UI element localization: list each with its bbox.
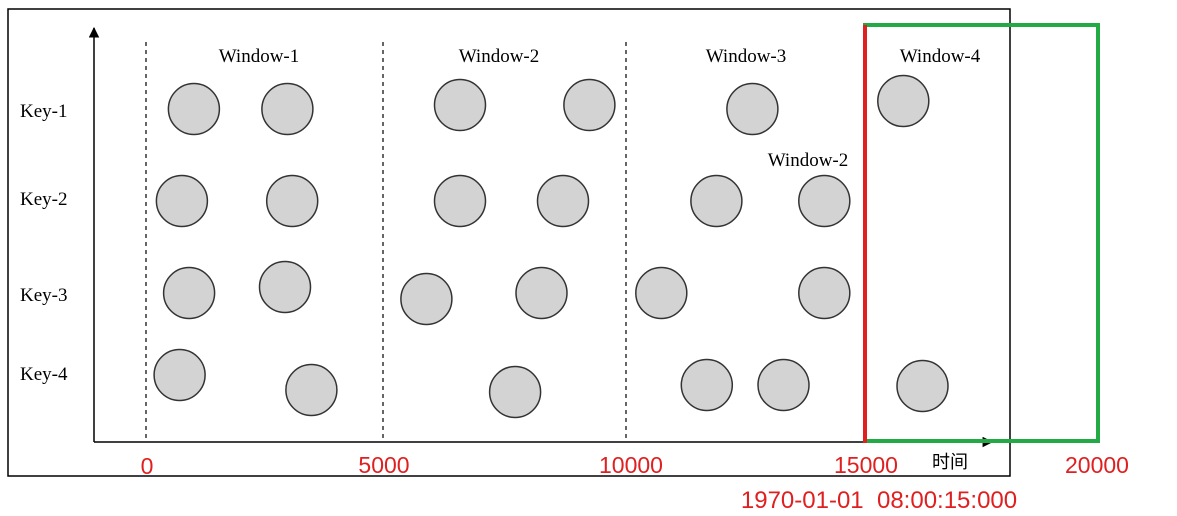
event-point-key-3-5 <box>635 266 688 320</box>
window-label-4: Window-4 <box>900 46 981 67</box>
row-label-key-3: Key-3 <box>20 285 67 306</box>
timestamp-caption: 1970-01-01 08:00:15:000 <box>741 487 1017 514</box>
event-point-key-3-2 <box>258 260 312 314</box>
event-point-key-3-1 <box>162 266 216 320</box>
event-point-key-4-6 <box>896 359 949 413</box>
event-point-key-4-4 <box>680 358 734 412</box>
event-point-key-2-1 <box>155 174 209 228</box>
event-point-key-1-5 <box>726 82 779 136</box>
event-point-key-2-4 <box>536 174 590 228</box>
tick-20000: 20000 <box>1065 452 1129 478</box>
event-point-key-3-4 <box>515 266 568 320</box>
tick-15000: 15000 <box>834 452 898 478</box>
tick-5000: 5000 <box>358 452 409 478</box>
event-point-key-1-2 <box>261 82 314 136</box>
window-label-extra: Window-2 <box>768 150 849 171</box>
window-label-1: Window-1 <box>219 46 300 67</box>
event-point-key-4-5 <box>757 358 810 412</box>
event-point-key-2-6 <box>798 174 851 228</box>
event-point-key-4-2 <box>285 363 338 417</box>
event-point-key-2-5 <box>690 174 743 228</box>
event-point-key-2-2 <box>265 174 319 228</box>
row-label-key-2: Key-2 <box>20 189 67 210</box>
diagram-frame <box>7 8 1011 477</box>
event-point-key-1-3 <box>433 78 487 132</box>
event-point-key-3-3 <box>400 272 453 326</box>
event-point-key-1-4 <box>563 78 616 132</box>
event-point-key-4-1 <box>153 348 206 402</box>
window-label-3: Window-3 <box>706 46 787 67</box>
event-point-key-3-6 <box>798 266 851 320</box>
tick-10000: 10000 <box>599 452 663 478</box>
x-axis-label: 时间 <box>932 452 968 472</box>
event-point-key-4-3 <box>488 365 542 419</box>
tick-0: 0 <box>141 453 154 479</box>
event-point-key-1-6 <box>877 74 930 128</box>
window-label-2: Window-2 <box>459 46 540 67</box>
row-label-key-1: Key-1 <box>20 101 67 122</box>
event-points <box>153 74 949 419</box>
event-point-key-1-1 <box>167 82 221 136</box>
event-point-key-2-3 <box>433 174 487 228</box>
row-label-key-4: Key-4 <box>20 364 68 385</box>
